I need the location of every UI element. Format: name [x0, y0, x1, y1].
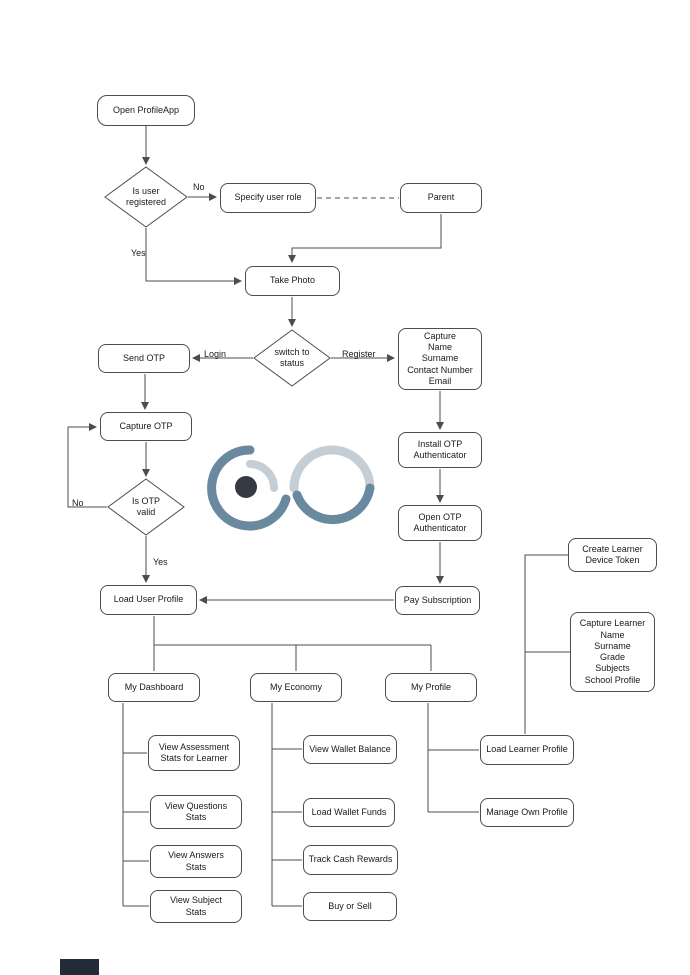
node-label: Create Learner Device Token	[582, 543, 643, 565]
edge-label-login: Login	[204, 349, 227, 359]
node-view-assessment-stats: View Assessment Stats for Learner	[148, 735, 240, 771]
node-label: My Economy	[269, 681, 322, 692]
node-open-profileapp: Open ProfileApp	[97, 95, 195, 126]
node-label: Send OTP	[122, 352, 166, 363]
edge-label-yes-registered: Yes	[131, 248, 146, 258]
node-specify-user-role: Specify user role	[220, 183, 316, 213]
node-label: Buy or Sell	[328, 900, 372, 911]
node-send-otp: Send OTP	[98, 344, 190, 373]
node-track-cash-rewards: Track Cash Rewards	[303, 845, 398, 875]
node-label: My Dashboard	[124, 681, 184, 692]
node-view-subject-stats: View Subject Stats	[150, 890, 242, 923]
node-label: Load Wallet Funds	[311, 806, 387, 817]
node-label: View Wallet Balance	[309, 743, 391, 754]
node-pay-subscription: Pay Subscription	[395, 586, 480, 615]
node-my-profile: My Profile	[385, 673, 477, 702]
node-parent: Parent	[400, 183, 482, 213]
node-load-user-profile: Load User Profile	[100, 585, 197, 615]
node-create-learner-device-token: Create Learner Device Token	[568, 538, 657, 572]
node-view-answers-stats: View Answers Stats	[150, 845, 242, 878]
node-label: My Profile	[410, 681, 451, 692]
node-label: Specify user role	[234, 192, 302, 203]
node-label: Pay Subscription	[403, 594, 472, 605]
edge-label-yes-otp: Yes	[153, 557, 168, 567]
node-take-photo: Take Photo	[245, 266, 340, 296]
edge-label-no-otp: No	[72, 498, 84, 508]
node-label: Install OTP Authenticator	[413, 438, 467, 460]
node-label: Open OTP Authenticator	[413, 511, 467, 533]
decision-is-user-registered: Is user registered	[125, 185, 167, 207]
node-label: View Assessment Stats for Learner	[158, 741, 230, 763]
node-view-wallet-balance: View Wallet Balance	[303, 735, 397, 764]
node-label: View Answers Stats	[168, 850, 224, 872]
node-label: Capture Learner Name Surname Grade Subje…	[579, 618, 646, 685]
node-label: Take Photo	[269, 275, 316, 286]
decision-switch-to-status: switch to status	[274, 346, 310, 368]
node-load-wallet-funds: Load Wallet Funds	[303, 798, 395, 827]
edge-label-no-registered: No	[193, 182, 205, 192]
edge-label-register: Register	[342, 349, 376, 359]
node-manage-own-profile: Manage Own Profile	[480, 798, 574, 827]
node-open-otp-authenticator: Open OTP Authenticator	[398, 505, 482, 541]
node-label: Track Cash Rewards	[308, 854, 393, 865]
node-label: Parent	[427, 192, 455, 203]
node-install-otp-authenticator: Install OTP Authenticator	[398, 432, 482, 468]
node-label: Manage Own Profile	[486, 806, 568, 817]
node-capture-otp: Capture OTP	[100, 412, 192, 441]
node-label: Capture OTP	[119, 420, 173, 431]
node-label: Load User Profile	[113, 594, 184, 605]
node-capture-details: Capture Name Surname Contact Number Emai…	[398, 328, 482, 390]
footer-bar	[60, 959, 99, 975]
node-buy-or-sell: Buy or Sell	[303, 892, 397, 921]
node-capture-learner-details: Capture Learner Name Surname Grade Subje…	[570, 612, 655, 692]
node-label: View Questions Stats	[164, 800, 228, 822]
node-label: Load Learner Profile	[486, 744, 568, 755]
decision-is-otp-valid: Is OTP valid	[131, 495, 160, 517]
node-my-economy: My Economy	[250, 673, 342, 702]
node-label: Open ProfileApp	[112, 104, 180, 115]
node-load-learner-profile: Load Learner Profile	[480, 735, 574, 765]
node-label: View Subject Stats	[170, 895, 222, 917]
node-my-dashboard: My Dashboard	[108, 673, 200, 702]
node-label: Capture Name Surname Contact Number Emai…	[407, 330, 473, 386]
node-view-questions-stats: View Questions Stats	[150, 795, 242, 829]
